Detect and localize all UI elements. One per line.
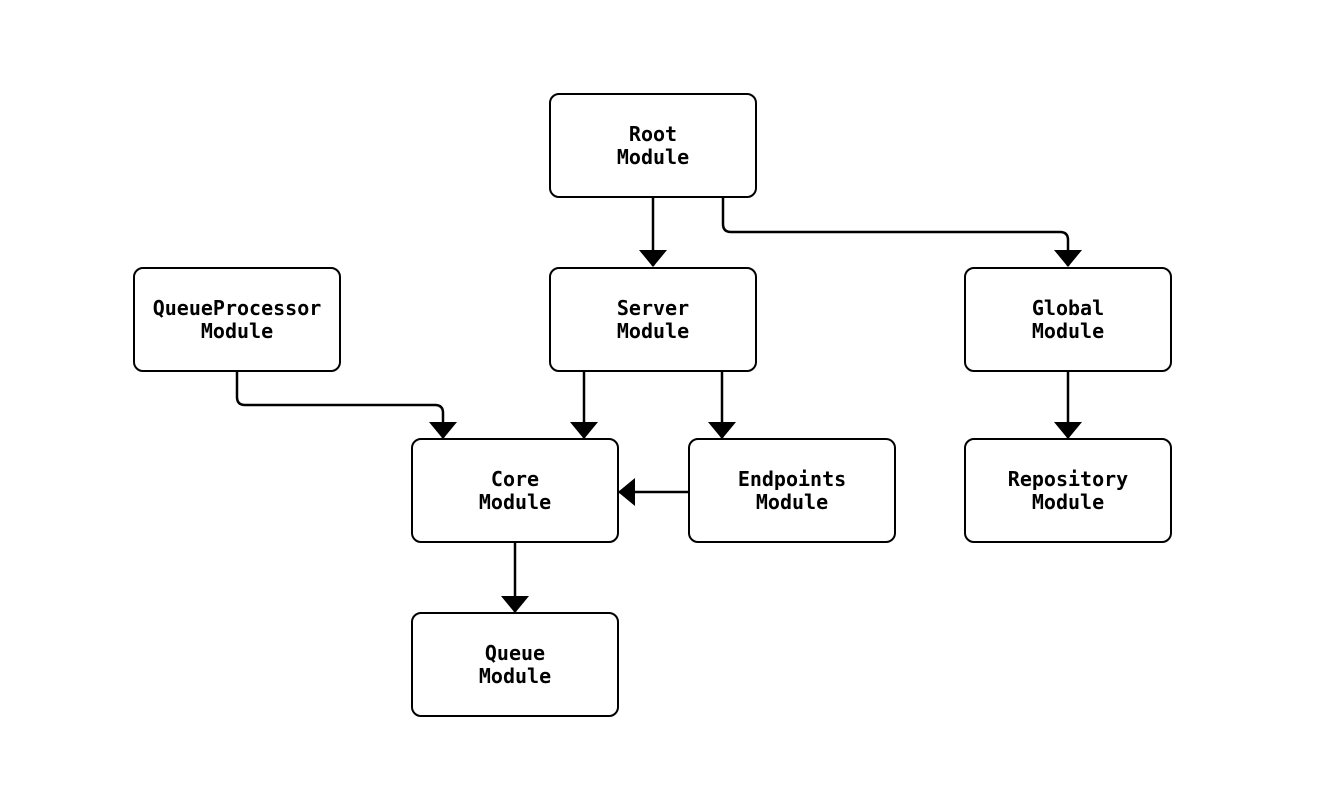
node-queue-module: Queue Module xyxy=(411,612,619,717)
node-repository-module: Repository Module xyxy=(964,438,1172,543)
node-global-module: Global Module xyxy=(964,267,1172,372)
edge-queueprocessor-to-core xyxy=(235,372,457,439)
node-endpoints-module: Endpoints Module xyxy=(688,438,896,543)
node-core-module: Core Module xyxy=(411,438,619,543)
node-server-module: Server Module xyxy=(549,267,757,372)
edge-root-to-global xyxy=(721,198,1082,267)
node-root-module: Root Module xyxy=(549,93,757,198)
node-queueprocessor-module: QueueProcessor Module xyxy=(133,267,341,372)
